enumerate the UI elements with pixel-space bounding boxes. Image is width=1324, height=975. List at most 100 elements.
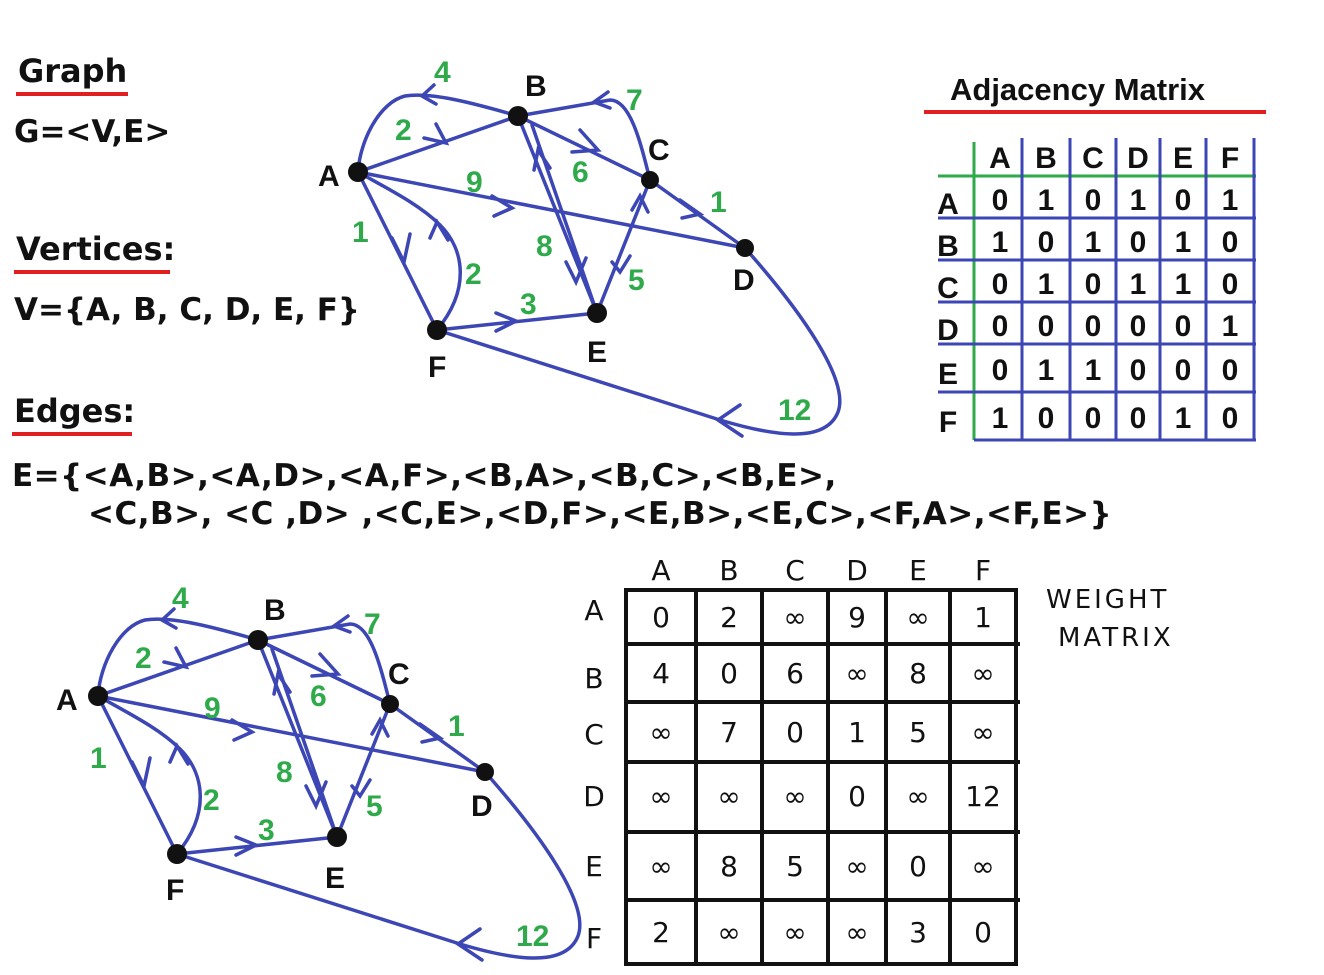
edges-definition-line1: E={<A,B>,<A,D>,<A,F>,<B,A>,<B,C>,<B,E>, [12,458,837,494]
weight-ec: 5 [366,790,383,823]
weight-fe: 3 [258,814,275,847]
graph-heading: Graph [18,52,128,90]
weight-cell: 3 [909,916,927,949]
weight-cell: ∞ [845,657,868,690]
weight-cell: ∞ [971,716,994,749]
node-label-d: D [471,790,493,823]
adjacency-cell: 0 [1222,354,1239,387]
weight-fa: 2 [465,258,482,291]
weight-row-header: D [583,780,605,813]
adjacency-cell: 1 [1085,226,1102,259]
adjacency-cell: 0 [1038,310,1055,343]
weight-cell: ∞ [906,780,929,813]
weight-bc: 6 [572,156,589,189]
weight-matrix-title-line1: WEIGHT [1046,585,1169,615]
weight-ab: 2 [395,114,412,147]
adjacency-cell: 0 [1038,226,1055,259]
weight-cell: 2 [652,916,670,949]
adjacency-cell: 1 [992,402,1009,435]
adjacency-column-header: B [1035,142,1057,175]
adjacency-cell: 1 [1085,354,1102,387]
adjacency-cell: 0 [1038,402,1055,435]
adjacency-cell: 0 [1175,184,1192,217]
weight-cd: 1 [448,710,465,743]
adjacency-cell: 0 [1175,354,1192,387]
weight-matrix-title-line2: MATRIX [1058,623,1174,653]
weight-cell: 5 [786,850,804,883]
adjacency-cell: 1 [1038,184,1055,217]
weight-bc: 6 [310,680,327,713]
vertices-heading-underline [14,270,170,274]
adjacency-cell: 0 [992,268,1009,301]
weight-cell: ∞ [845,916,868,949]
adjacency-column-header: A [989,142,1011,175]
weight-ab: 2 [135,642,152,675]
graph-bottom-weights: 4 2 7 6 9 1 1 8 2 5 3 12 [90,582,549,953]
adjacency-cell: 0 [1130,226,1147,259]
weight-cell: 4 [652,657,670,690]
weight-ba: 4 [172,582,189,615]
adjacency-cell: 0 [1085,184,1102,217]
adjacency-cell: 1 [1130,184,1147,217]
weight-be: 8 [276,756,293,789]
weight-cell: ∞ [717,780,740,813]
vertices-heading: Vertices: [16,230,176,268]
adjacency-cell: 1 [1038,354,1055,387]
weight-fa: 2 [203,784,220,817]
weight-cell: ∞ [783,916,806,949]
adjacency-row-header: B [937,230,959,263]
adjacency-cell: 0 [1130,354,1147,387]
weight-cell: 1 [974,601,992,634]
weight-ad: 9 [466,166,483,199]
adjacency-row-header: E [938,358,958,391]
weight-af: 1 [352,216,369,249]
node-label-f: F [428,351,446,384]
adjacency-matrix-grid [938,138,1256,442]
weight-column-header: B [719,554,738,587]
adjacency-cell: 0 [1130,310,1147,343]
adjacency-column-header: F [1221,142,1239,175]
weight-cell: 1 [848,716,866,749]
weight-cell: 0 [974,916,992,949]
weight-cell: ∞ [649,850,672,883]
adjacency-cell: 0 [992,184,1009,217]
weight-cell: 0 [909,850,927,883]
adjacency-cell: 0 [1130,402,1147,435]
weight-cell: ∞ [971,850,994,883]
weight-cd: 1 [710,186,727,219]
adjacency-cell: 1 [1222,310,1239,343]
weight-row-header: F [586,922,602,955]
adjacency-cell: 0 [1222,402,1239,435]
adjacency-cell: 1 [1175,268,1192,301]
node-label-c: C [648,134,670,167]
weight-df: 12 [516,920,549,953]
weight-row-header: C [584,718,604,751]
weight-cell: ∞ [971,657,994,690]
weight-ad: 9 [204,692,221,725]
weight-matrix-grid [624,588,1020,966]
weight-cell: 0 [652,601,670,634]
node-label-e: E [325,862,345,895]
adjacency-cell: 1 [1130,268,1147,301]
adjacency-column-header: C [1082,142,1104,175]
weight-cell: ∞ [649,780,672,813]
weight-cell: 9 [848,601,866,634]
adjacency-row-header: F [939,406,957,439]
weight-af: 1 [90,742,107,775]
weight-ec: 5 [628,264,645,297]
adjacency-cell: 0 [992,354,1009,387]
adjacency-matrix-title-underline [924,110,1266,114]
weight-fe: 3 [520,288,537,321]
weight-cell: ∞ [783,780,806,813]
adjacency-column-header: E [1173,142,1193,175]
node-label-b: B [525,70,547,103]
adjacency-cell: 0 [992,310,1009,343]
weight-cell: 2 [720,601,738,634]
node-label-c: C [388,658,410,691]
weight-column-header: C [785,554,805,587]
adjacency-cell: 1 [1038,268,1055,301]
weight-df: 12 [778,394,811,427]
